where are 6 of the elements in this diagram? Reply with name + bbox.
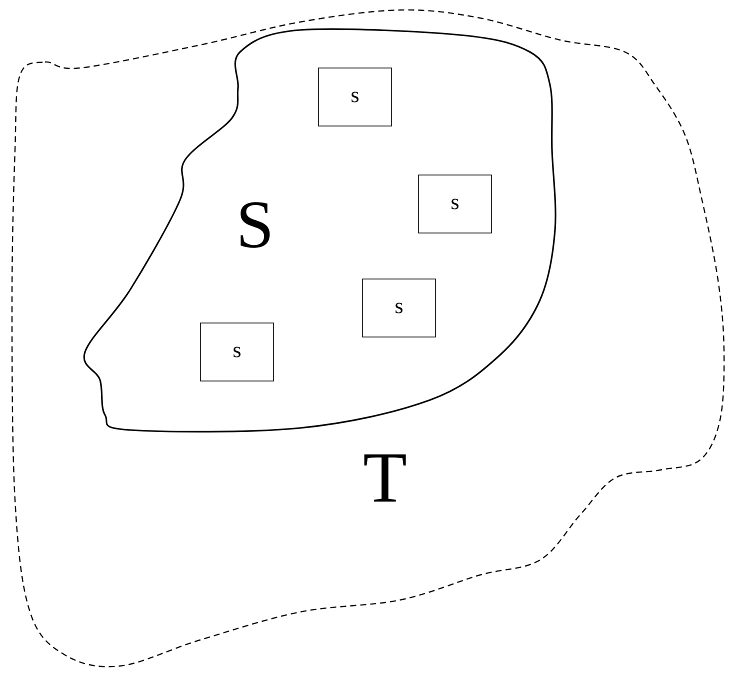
region-label: S bbox=[240, 202, 270, 248]
element-box: s bbox=[318, 68, 392, 126]
element-box: s bbox=[200, 322, 274, 382]
element-box: s bbox=[362, 278, 436, 338]
region-label: T bbox=[364, 454, 406, 502]
element-box: s bbox=[418, 174, 492, 234]
